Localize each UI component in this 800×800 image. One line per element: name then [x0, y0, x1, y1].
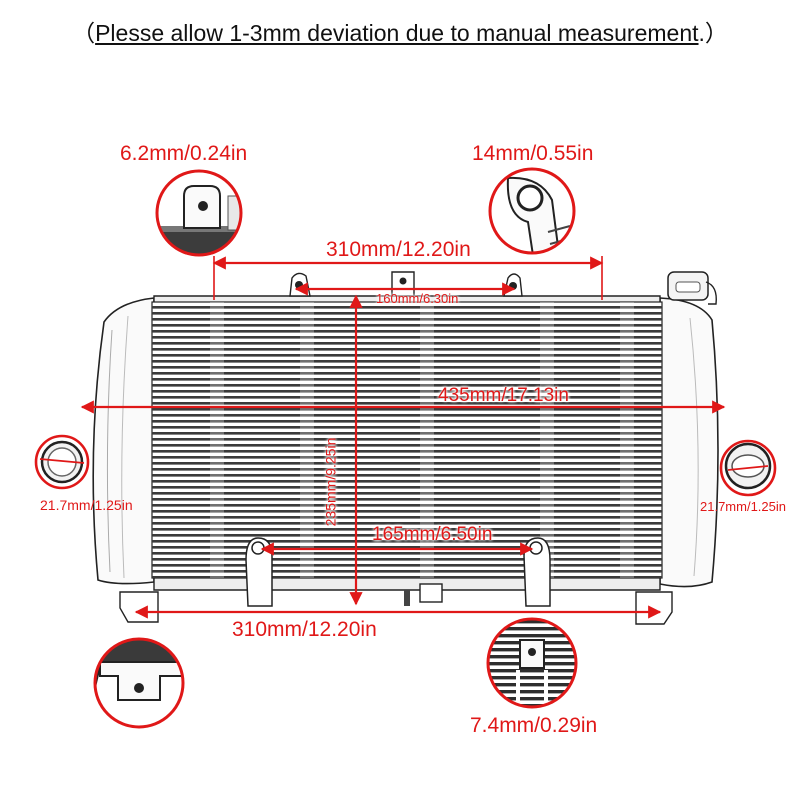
fin-tube: [152, 396, 662, 399]
callout-top-right-label: 14mm/0.55in: [472, 142, 594, 165]
left-pipe-callout: [34, 434, 90, 490]
fin-sheen: [420, 302, 434, 578]
fin-tube: [152, 534, 662, 537]
fin-tube: [152, 330, 662, 333]
note-open: （: [72, 20, 96, 46]
fin-sheen: [540, 302, 554, 578]
measurement-note: （Plesse allow 1-3mm deviation due to man…: [0, 14, 800, 48]
fin-tube: [152, 414, 662, 417]
fin-tube: [152, 390, 662, 393]
fin-tube: [152, 378, 662, 381]
dimension-lines: [39, 256, 769, 619]
fin-tube: [152, 306, 662, 309]
top-span-label: 310mm/12.20in: [326, 238, 471, 261]
right-pipe-label: 21.7mm/1.25in: [700, 499, 786, 514]
fin-tube: [152, 486, 662, 489]
callout-bottom-left-bracket: [93, 637, 185, 729]
callout-bottom-right-label: 7.4mm/0.29in: [470, 714, 598, 737]
note-text: Plesse allow 1-3mm deviation due to manu…: [95, 20, 699, 46]
bottom-inner-span-label: 165mm/6.50in: [372, 524, 493, 545]
fin-tube: [152, 492, 662, 495]
top-mount-tab-right: [503, 273, 523, 297]
fin-sheen: [620, 302, 634, 578]
fin-tube: [152, 384, 662, 387]
top-inner-span-label: 160mm/6.30in: [376, 291, 459, 306]
bottom-foot-left: [119, 591, 159, 623]
fin-tube: [152, 498, 662, 501]
fin-tube: [152, 432, 662, 435]
fin-tube: [152, 510, 662, 513]
fin-tube: [152, 564, 662, 567]
fin-tube: [152, 366, 662, 369]
fin-tube: [152, 402, 662, 405]
fin-tube: [488, 697, 576, 701]
note-close: .）: [698, 20, 728, 46]
fin-tube: [488, 683, 576, 687]
fin-tube: [152, 408, 662, 411]
filler-neck: [667, 271, 717, 305]
fin-tube: [152, 336, 662, 339]
fin-tube: [152, 372, 662, 375]
fin-tube: [152, 552, 662, 555]
right-end-tank: [659, 297, 719, 588]
fin-tube: [152, 324, 662, 327]
fin-tube: [152, 504, 662, 507]
left-pipe-label: 21.7mm/1.25in: [40, 497, 133, 513]
fin-tube: [488, 627, 576, 631]
bottom-foot-right: [635, 591, 673, 625]
fin-tube: [488, 634, 576, 638]
overall-width-label: 435mm/17.13in: [438, 385, 569, 406]
fin-tube: [488, 676, 576, 680]
fin-sheen: [300, 302, 314, 578]
fin-sheen: [210, 302, 224, 578]
fin-tube: [152, 468, 662, 471]
fin-tube: [152, 558, 662, 561]
fin-tube: [152, 354, 662, 357]
fin-tube: [152, 342, 662, 345]
left-end-tank: [92, 297, 155, 585]
radiator: [92, 271, 719, 625]
callout-top-right-eye: [488, 167, 576, 255]
fin-tube: [152, 420, 662, 423]
fin-tube: [488, 620, 576, 624]
fin-tube: [152, 528, 662, 531]
fin-tube: [152, 360, 662, 363]
fin-tube: [152, 312, 662, 315]
fin-tube: [152, 426, 662, 429]
fin-tube: [488, 669, 576, 673]
fin-tube: [152, 450, 662, 453]
fin-tube: [152, 438, 662, 441]
fin-tube: [152, 480, 662, 483]
callout-top-left-label: 6.2mm/0.24in: [120, 142, 248, 165]
fin-tube: [152, 570, 662, 573]
fin-tube: [152, 348, 662, 351]
fin-tube: [152, 522, 662, 525]
right-pipe-callout: [719, 439, 777, 497]
fin-tube: [152, 474, 662, 477]
fin-tube: [152, 318, 662, 321]
callout-bottom-right-tab: [486, 617, 578, 709]
fin-tube: [152, 462, 662, 465]
fin-tube: [488, 690, 576, 694]
top-mount-tab-left: [289, 272, 311, 297]
fin-tube: [152, 516, 662, 519]
fin-tube: [152, 456, 662, 459]
bottom-center-tab: [404, 583, 443, 606]
bottom-span-label: 310mm/12.20in: [232, 618, 377, 641]
callout-top-left-tab: [155, 169, 243, 257]
fin-tube: [152, 444, 662, 447]
core-height-label: 235mm/9.25in: [322, 437, 339, 527]
